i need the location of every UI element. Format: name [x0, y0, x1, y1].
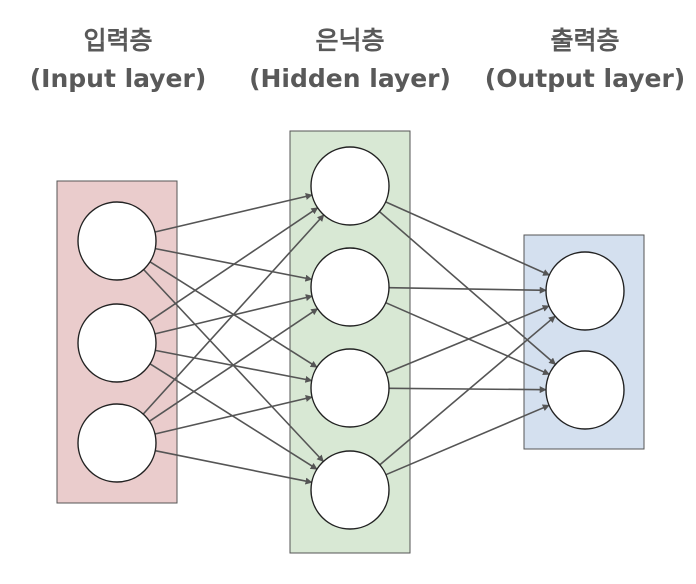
edge-hidden-2-to-output-2	[385, 301, 550, 376]
edge-input-3-to-hidden-3	[154, 395, 313, 435]
edge-hidden-4-to-output-2	[385, 404, 550, 476]
edge-input-1-to-hidden-1	[154, 193, 313, 233]
edge-hidden-2-to-output-1	[388, 286, 547, 294]
input-layer-title-ko: 입력층	[83, 26, 153, 55]
input-node-2	[77, 303, 157, 383]
hidden-layer-title-en: (Hidden layer)	[249, 64, 451, 93]
hidden-node-2	[310, 247, 390, 327]
output-node-1	[545, 251, 625, 331]
edge-hidden-1-to-output-2	[378, 210, 557, 366]
input-layer-title-en: (Input layer)	[29, 64, 207, 93]
input-node-3	[77, 403, 157, 483]
edge-hidden-3-to-output-1	[385, 305, 550, 374]
input-node-1	[77, 201, 157, 281]
input-layer-label: 입력층 (Input layer)	[18, 22, 218, 98]
edge-input-2-to-hidden-4	[149, 363, 318, 470]
edge-hidden-1-to-output-1	[385, 201, 551, 276]
edge-input-3-to-hidden-4	[155, 449, 313, 485]
edge-hidden-4-to-output-1	[379, 315, 556, 466]
hidden-layer-title-ko: 은닉층	[315, 26, 385, 55]
edge-input-3-to-hidden-2	[148, 308, 319, 422]
hidden-node-3	[310, 348, 390, 428]
output-layer-title-ko: 출력층	[550, 26, 620, 55]
edge-input-3-to-hidden-1	[142, 214, 325, 415]
hidden-node-4	[310, 450, 390, 530]
hidden-node-1	[310, 146, 390, 226]
output-node-2	[545, 350, 625, 430]
output-layer-title-en: (Output layer)	[484, 64, 686, 93]
edge-input-2-to-hidden-1	[148, 207, 319, 322]
edge-hidden-3-to-output-2	[388, 386, 547, 394]
hidden-layer-label: 은닉층 (Hidden layer)	[246, 22, 454, 98]
output-layer-label: 출력층 (Output layer)	[478, 22, 692, 98]
